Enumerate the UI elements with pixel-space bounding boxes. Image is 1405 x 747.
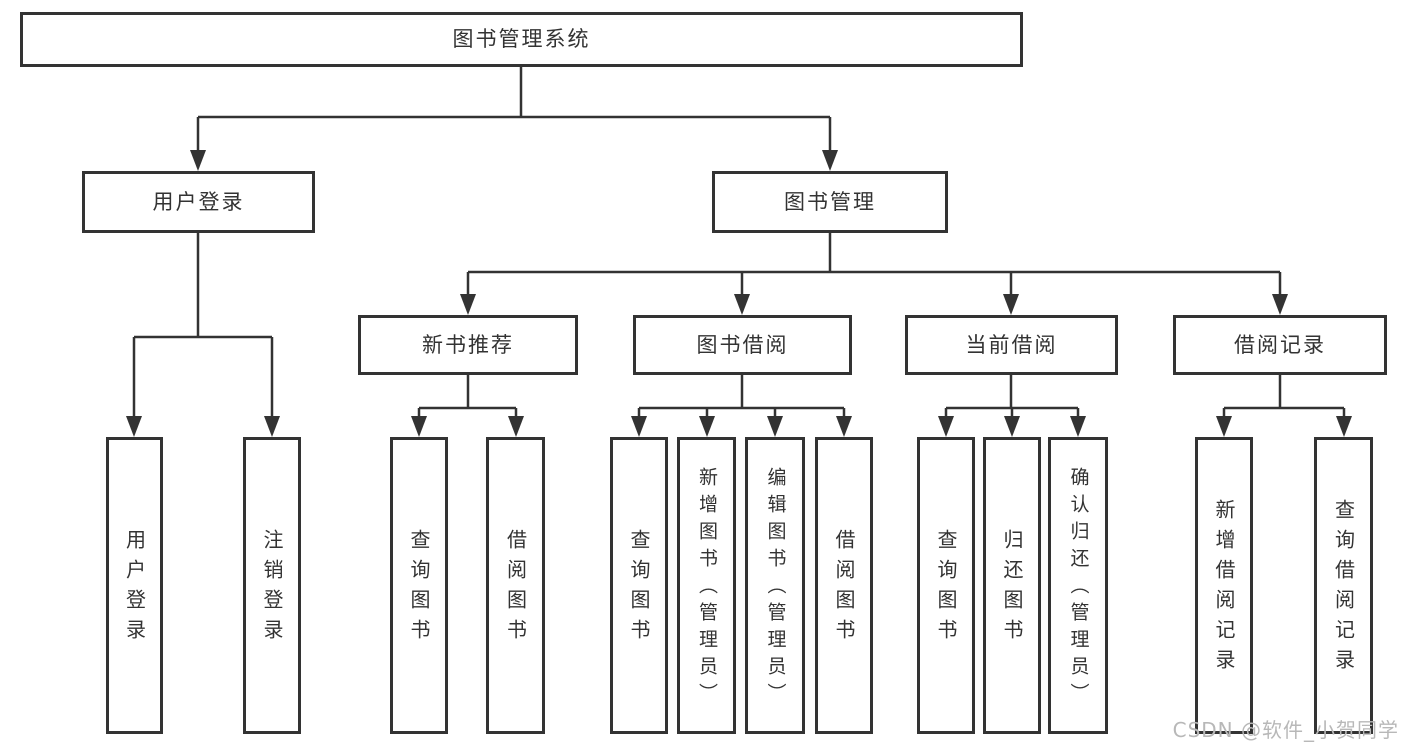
arrowhead-leaf-13 bbox=[1336, 416, 1352, 437]
node-leaf-query-books-borrowing: 查询图书 bbox=[610, 437, 668, 734]
arrowhead-leaf-9 bbox=[938, 416, 954, 437]
node-leaf-return-books: 归还图书 bbox=[983, 437, 1041, 734]
node-new-book-recommendation: 新书推荐 bbox=[358, 315, 578, 375]
arrowhead-leaf-10 bbox=[1004, 416, 1020, 437]
node-library-management-system: 图书管理系统 bbox=[20, 12, 1023, 67]
node-leaf-confirm-return-admin: 确认归还（管理员） bbox=[1048, 437, 1108, 734]
arrowhead-leaf-8 bbox=[836, 416, 852, 437]
arrowhead-borrow-records bbox=[1272, 294, 1288, 315]
node-borrowing-records: 借阅记录 bbox=[1173, 315, 1387, 375]
node-leaf-borrow-books-recommend: 借阅图书 bbox=[486, 437, 545, 734]
node-leaf-query-books-current: 查询图书 bbox=[917, 437, 975, 734]
arrowhead-leaf-6 bbox=[699, 416, 715, 437]
arrowhead-book-management bbox=[822, 150, 838, 171]
node-user-login: 用户登录 bbox=[82, 171, 315, 233]
node-book-borrowing: 图书借阅 bbox=[633, 315, 852, 375]
node-leaf-borrow-books-borrowing: 借阅图书 bbox=[815, 437, 873, 734]
node-leaf-add-books-admin: 新增图书（管理员） bbox=[677, 437, 736, 734]
node-current-borrowing: 当前借阅 bbox=[905, 315, 1118, 375]
arrowhead-leaf-12 bbox=[1216, 416, 1232, 437]
node-leaf-query-books-recommend: 查询图书 bbox=[390, 437, 448, 734]
arrowhead-book-borrow bbox=[734, 294, 750, 315]
node-leaf-query-borrow-record: 查询借阅记录 bbox=[1314, 437, 1373, 734]
node-book-management: 图书管理 bbox=[712, 171, 948, 233]
arrowhead-new-book bbox=[460, 294, 476, 315]
arrowhead-current-borrow bbox=[1003, 294, 1019, 315]
arrowhead-leaf-3 bbox=[411, 416, 427, 437]
arrowhead-leaf-1 bbox=[126, 416, 142, 437]
arrowhead-leaf-5 bbox=[631, 416, 647, 437]
arrowhead-leaf-2 bbox=[264, 416, 280, 437]
arrowhead-leaf-11 bbox=[1070, 416, 1086, 437]
arrowhead-leaf-7 bbox=[767, 416, 783, 437]
csdn-watermark: CSDN @软件_小贺同学 bbox=[1172, 718, 1399, 742]
node-leaf-edit-books-admin: 编辑图书（管理员） bbox=[745, 437, 805, 734]
arrowhead-user-login bbox=[190, 150, 206, 171]
node-leaf-add-borrow-record: 新增借阅记录 bbox=[1195, 437, 1253, 734]
node-leaf-logout: 注销登录 bbox=[243, 437, 301, 734]
arrowhead-leaf-4 bbox=[508, 416, 524, 437]
node-leaf-user-login: 用户登录 bbox=[106, 437, 163, 734]
